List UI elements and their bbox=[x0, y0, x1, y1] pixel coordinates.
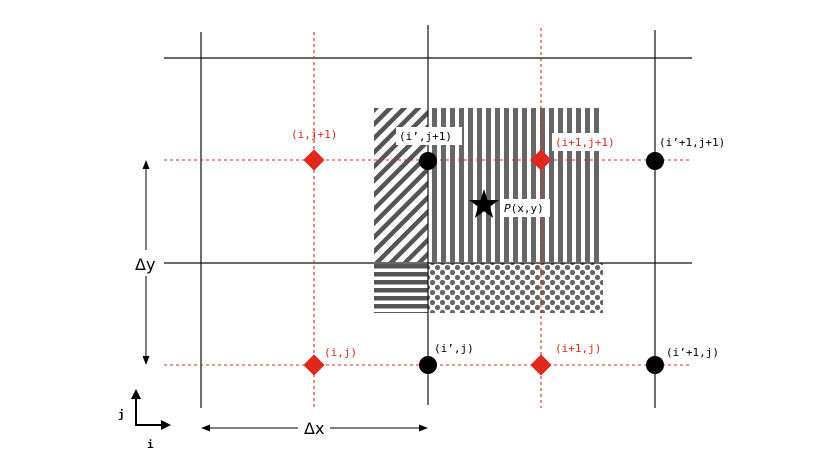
label-black-top-right: (i’+1,j+1) bbox=[659, 136, 725, 149]
label-red-bottom-left: (i,j) bbox=[324, 346, 357, 359]
label-bg-black-top-mid bbox=[396, 127, 462, 145]
delta-x-label: Δx bbox=[304, 419, 324, 438]
diamond-icon bbox=[303, 149, 325, 171]
circle-icon bbox=[419, 356, 437, 374]
diamond-icon bbox=[530, 354, 552, 376]
point-label: P(x,y) bbox=[504, 202, 544, 215]
star-icon bbox=[469, 189, 499, 218]
axis-i-label: i bbox=[147, 438, 154, 451]
arrow-up-icon bbox=[131, 389, 141, 399]
label-red-top-right: (i+1,j+1) bbox=[555, 136, 615, 149]
label-red-bottom-right: (i+1,j) bbox=[555, 342, 601, 355]
black-nodes bbox=[419, 152, 664, 374]
checker-block bbox=[428, 263, 603, 313]
point-name: P bbox=[504, 202, 511, 215]
circle-icon bbox=[646, 152, 664, 170]
label-bg-point bbox=[500, 199, 550, 217]
diamond-icon bbox=[303, 354, 325, 376]
label-bg-red-top-right bbox=[552, 133, 618, 151]
arrow-down-icon bbox=[142, 356, 150, 365]
arrow-right-icon bbox=[161, 420, 171, 430]
circle-icon bbox=[419, 152, 437, 170]
axis-j-label: j bbox=[118, 408, 125, 421]
arrow-left-icon bbox=[201, 424, 210, 432]
label-black-top-mid: (i’,j+1) bbox=[399, 130, 452, 143]
label-red-top-left: (i,j+1) bbox=[291, 128, 337, 141]
label-black-bottom-mid: (i’,j) bbox=[434, 342, 474, 355]
horizontal-stripe-block bbox=[374, 263, 428, 313]
black-grid bbox=[164, 25, 692, 408]
label-black-bottom-right: (i’+1,j) bbox=[666, 346, 719, 359]
circle-icon bbox=[646, 356, 664, 374]
diamond-icon bbox=[530, 149, 552, 171]
delta-y-label: Δy bbox=[135, 255, 155, 274]
arrow-right-icon bbox=[419, 424, 428, 432]
point-coordinates: (x,y) bbox=[511, 202, 544, 215]
arrow-up-icon bbox=[142, 160, 150, 169]
axis-indicator bbox=[135, 396, 164, 426]
